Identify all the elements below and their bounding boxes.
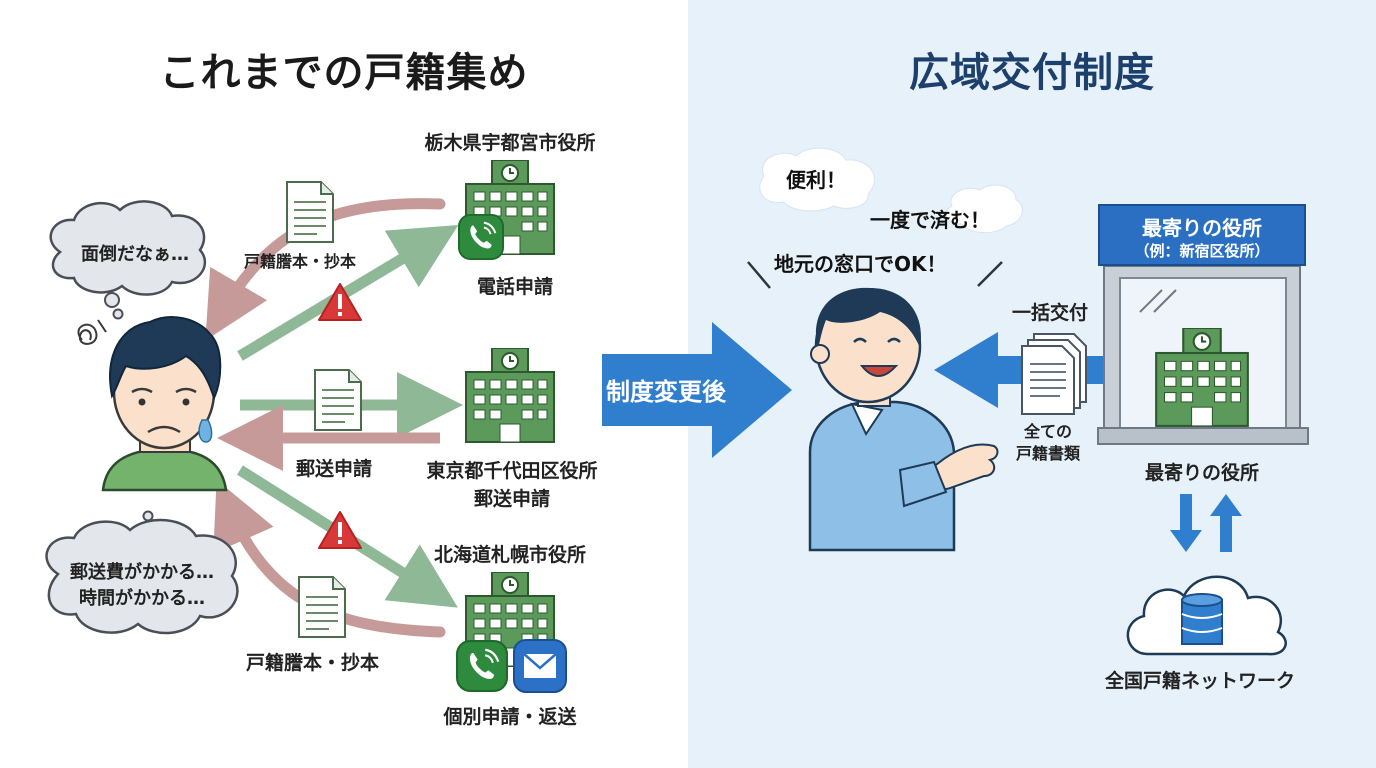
right-title: 広域交付制度: [909, 50, 1155, 96]
method-phone: 電話申請: [476, 276, 553, 298]
office-name-sapporo: 北海道札幌市役所: [433, 544, 586, 566]
issue-label: 一括交付: [1012, 302, 1089, 324]
thought-text-bottom-2: 時間がかかる…: [79, 588, 205, 609]
banner-example: （例：新宿区役所）: [1134, 242, 1270, 260]
method-mail-chiyoda: 郵送申請: [473, 488, 550, 510]
left-title: これまでの戸籍集め: [159, 50, 529, 96]
banner-title: 最寄りの役所: [1142, 216, 1262, 240]
thought-text-top: 面倒だなぁ…: [81, 244, 189, 265]
speech-convenient: 便利！: [786, 168, 846, 192]
database-icon: [1181, 593, 1223, 645]
speech-local: 地元の窓口でOK！: [774, 252, 947, 276]
doc-label-bottom: 戸籍謄本・抄本: [246, 652, 380, 674]
document-icon: [286, 181, 334, 243]
transition-arrow: [602, 322, 792, 458]
mail-icon: [513, 639, 567, 693]
thought-bubble-bottom: [45, 510, 239, 635]
speech-bubble: [945, 184, 1023, 233]
doc-label-top: 戸籍謄本・抄本: [244, 252, 357, 271]
document-stack-icon: [1021, 333, 1087, 415]
thought-bubble-top: [49, 200, 207, 320]
transition-label: 制度変更後: [606, 378, 726, 406]
network-label: 全国戸籍ネットワーク: [1104, 670, 1295, 692]
method-individual: 個別申請・返送: [443, 706, 577, 728]
speech-once: 一度で済む！: [870, 208, 990, 232]
speech-bubble: [759, 147, 875, 212]
document-icon: [314, 369, 362, 431]
docs-label-1: 全ての: [1023, 422, 1072, 441]
office-name-chiyoda: 東京都千代田区役所: [426, 460, 598, 482]
thought-text-bottom-1: 郵送費がかかる…: [70, 562, 214, 583]
emphasis-lines: [747, 261, 1003, 289]
nearest-office-banner: 最寄りの役所 （例：新宿区役所）: [1098, 204, 1306, 266]
doc-label-mid: 郵送申請: [296, 458, 373, 480]
phone-icon: [458, 214, 504, 260]
nearest-office-label: 最寄りの役所: [1144, 462, 1259, 484]
document-icon: [298, 576, 346, 638]
happy-person-icon: [808, 287, 999, 552]
phone-icon: [456, 640, 508, 692]
sync-arrows: [1170, 494, 1242, 552]
office-name-utsunomiya: 栃木県宇都宮市役所: [424, 132, 596, 154]
docs-label-2: 戸籍書類: [1015, 444, 1080, 463]
building-icon: [465, 348, 555, 443]
worried-person-icon: [77, 316, 228, 492]
